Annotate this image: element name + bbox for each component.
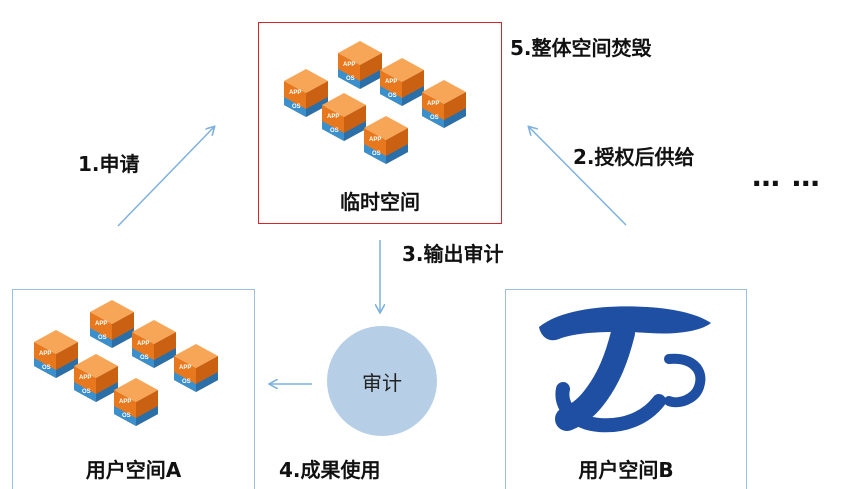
- china-telecom-logo: [519, 297, 727, 447]
- temp-space-box: [258, 22, 502, 224]
- user-space-b-box: [505, 289, 747, 489]
- step-apply-label: 1.申请: [78, 152, 140, 176]
- audit-node: 审计: [327, 326, 437, 436]
- ellipsis-continuation: … …: [752, 160, 821, 193]
- telecom-logo-icon: [539, 306, 711, 433]
- user-space-a-title: 用户空间A: [85, 458, 182, 482]
- temp-space-title: 临时空间: [340, 190, 420, 214]
- arrow-apply: [117, 127, 214, 227]
- step-authorize-label: 2.授权后供给: [573, 145, 695, 169]
- user-space-a-box: [12, 289, 255, 489]
- step-audit-output-label: 3.输出审计: [402, 242, 504, 266]
- arrow-authorize: [529, 127, 627, 226]
- step-result-use-label: 4.成果使用: [279, 458, 381, 482]
- step-destroy-label: 5.整体空间焚毁: [510, 36, 652, 60]
- audit-node-label: 审计: [362, 370, 402, 395]
- user-space-b-title: 用户空间B: [578, 458, 674, 482]
